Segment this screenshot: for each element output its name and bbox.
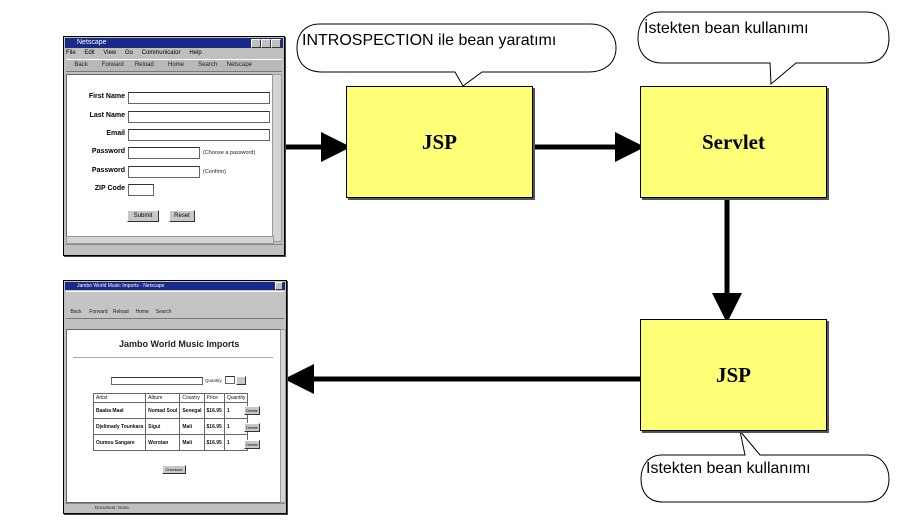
minimize-button[interactable]	[251, 39, 261, 48]
menu-file[interactable]: File	[66, 50, 76, 56]
table-row: Baaba Maal Nomad Soul Senegal $16.95 1	[92, 402, 249, 419]
maximize-button[interactable]	[261, 39, 271, 48]
results-quantity-label: Quantity	[205, 378, 222, 383]
callout-servlet-text: İstekten bean kullanımı	[644, 20, 809, 37]
row-delete-button[interactable]: Delete	[244, 406, 260, 415]
results-vertical-scrollbar[interactable]	[280, 329, 286, 503]
password-confirm-input[interactable]	[128, 166, 200, 178]
results-toolbar-home[interactable]: Home	[135, 309, 149, 315]
close-button[interactable]	[271, 39, 281, 48]
form-window-title: Netscape	[77, 39, 107, 46]
form-statusbar	[65, 244, 283, 254]
results-toolbar-back[interactable]: Back	[70, 309, 82, 315]
row-country: Mali	[179, 418, 205, 435]
results-status-text: Document: Done	[95, 505, 129, 510]
submit-button[interactable]: Submit	[127, 210, 159, 222]
row-artist: Baaba Maal	[92, 402, 147, 419]
results-browser-window: Jambo World Music Imports - Netscape Bac…	[63, 280, 287, 514]
results-window-titlebar: Jambo World Music Imports - Netscape	[65, 282, 285, 290]
table-row: Djelimady Tounkara Sigui Mali $16.95 1	[92, 418, 249, 435]
row-country: Mali	[179, 434, 205, 451]
form-content: First Name Last Name Email Password (Cho…	[66, 74, 273, 242]
jsp-box-top-label: JSP	[421, 129, 457, 154]
results-toolbar: Back Forward Reload Home Search	[66, 291, 284, 319]
form-vertical-scrollbar[interactable]	[272, 74, 282, 242]
results-close-button[interactable]	[275, 282, 283, 290]
results-toolbar-reload[interactable]: Reload	[112, 309, 129, 315]
jsp-box-top: JSP	[346, 86, 533, 198]
label-zip-code: ZIP Code	[94, 185, 125, 192]
row-delete-button[interactable]: Delete	[244, 423, 260, 432]
email-input[interactable]	[128, 129, 270, 141]
label-first-name: First Name	[88, 93, 125, 100]
password-input[interactable]	[128, 147, 200, 159]
row-country: Senegal	[179, 402, 205, 419]
label-last-name: Last Name	[89, 112, 125, 119]
toolbar-reload[interactable]: Reload	[134, 62, 154, 68]
callout-jsp-text: İstekten bean kullanımı	[646, 460, 811, 477]
label-password: Password	[91, 148, 125, 155]
results-quantity-input[interactable]	[225, 376, 235, 384]
results-toolbar-forward[interactable]: Forward	[89, 309, 108, 315]
menu-go[interactable]: Go	[124, 50, 133, 56]
password-note: (Choose a password)	[203, 150, 256, 156]
results-toolbar-search[interactable]: Search	[155, 309, 172, 315]
callout-servlet-bubble	[637, 11, 890, 86]
title-divider	[73, 357, 273, 358]
callout-introspection-text: INTROSPECTION ile bean yaratımı	[302, 32, 557, 49]
table-header-row: Artist Album Country Price Quantity	[92, 393, 249, 403]
row-delete-button[interactable]: Delete	[244, 440, 260, 449]
form-horizontal-scrollbar[interactable]	[66, 236, 274, 244]
jsp-box-bottom-label: JSP	[715, 362, 751, 387]
col-album: Album	[145, 393, 181, 403]
servlet-box: Servlet	[640, 86, 827, 198]
results-table: Artist Album Country Price Quantity Baab…	[92, 393, 249, 451]
label-password-confirm: Password	[91, 167, 125, 174]
form-window-titlebar: Netscape	[65, 38, 283, 48]
row-album: Nomad Soul	[145, 402, 181, 419]
toolbar-netscape[interactable]: Netscape	[226, 62, 253, 68]
row-price: $16.95	[203, 418, 225, 435]
col-artist: Artist	[92, 393, 147, 403]
row-price: $16.95	[203, 402, 225, 419]
menu-edit[interactable]: Edit	[84, 50, 95, 56]
toolbar-back[interactable]: Back	[74, 62, 88, 68]
toolbar-forward[interactable]: Forward	[101, 62, 124, 68]
results-add-button[interactable]	[236, 376, 246, 385]
jsp-box-bottom: JSP	[640, 319, 827, 431]
form-menubar: File Edit View Go Communicator Help	[66, 49, 282, 58]
last-name-input[interactable]	[128, 111, 270, 123]
toolbar-home[interactable]: Home	[168, 62, 185, 68]
menu-view[interactable]: View	[103, 50, 117, 56]
table-row: Oumou Sangare Worotan Mali $16.95 1	[92, 434, 249, 451]
form-browser-window: Netscape File Edit View Go Communicator …	[63, 36, 285, 256]
zip-code-input[interactable]	[128, 184, 154, 196]
checkout-button[interactable]: Checkout	[162, 465, 186, 474]
results-search-input[interactable]	[111, 377, 203, 385]
results-content: Jambo World Music Imports Quantity Artis…	[66, 329, 282, 503]
password-confirm-note: (Confirm)	[203, 169, 226, 175]
results-window-title: Jambo World Music Imports - Netscape	[77, 283, 165, 289]
toolbar-search[interactable]: Search	[198, 62, 218, 68]
row-artist: Djelimady Tounkara	[92, 418, 147, 435]
row-album: Sigui	[145, 418, 181, 435]
label-email: Email	[106, 130, 125, 137]
row-price: $16.95	[203, 434, 225, 451]
callout-jsp-bubble	[640, 430, 890, 503]
reset-button[interactable]: Reset	[169, 210, 195, 222]
form-toolbar: Back Forward Reload Home Search Netscape	[66, 59, 282, 72]
first-name-input[interactable]	[128, 92, 270, 104]
results-statusbar: Document: Done	[65, 503, 285, 512]
row-artist: Oumou Sangare	[92, 434, 147, 451]
col-quantity: Quantity	[223, 393, 249, 403]
results-page-title: Jambo World Music Imports	[119, 339, 240, 349]
row-album: Worotan	[145, 434, 181, 451]
menu-help[interactable]: Help	[189, 50, 202, 56]
menu-communicator[interactable]: Communicator	[141, 50, 181, 56]
servlet-box-label: Servlet	[702, 129, 765, 154]
col-price: Price	[203, 393, 225, 403]
col-country: Country	[179, 393, 205, 403]
callout-introspection-bubble	[296, 23, 617, 87]
